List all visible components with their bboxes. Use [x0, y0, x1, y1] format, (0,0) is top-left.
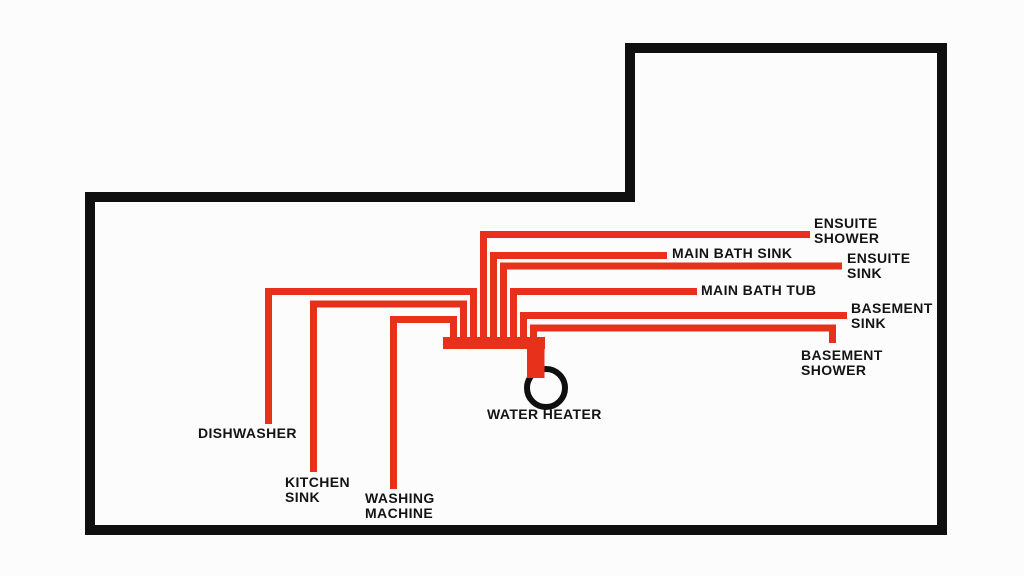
pipe-ensuite-shower	[480, 231, 810, 346]
pipe-main-bath-sink	[490, 252, 667, 346]
water-heater-feed-pipe	[527, 345, 545, 378]
pipe-main-bath-tub	[510, 288, 697, 346]
label-water-heater: WATER HEATER	[487, 406, 602, 422]
label-washing-machine: WASHING MACHINE	[365, 490, 435, 521]
pipe-dishwasher	[265, 288, 477, 424]
label-main-bath-sink: MAIN BATH SINK	[672, 245, 793, 261]
label-basement-sink: BASEMENT SINK	[851, 300, 933, 331]
pipe-basement-shower	[530, 324, 836, 346]
pipe-basement-sink	[520, 312, 847, 346]
pipe-washing-machine	[390, 316, 457, 489]
label-dishwasher: DISHWASHER	[198, 425, 297, 441]
label-ensuite-sink: ENSUITE SINK	[847, 250, 911, 281]
label-ensuite-shower: ENSUITE SHOWER	[814, 215, 880, 246]
label-main-bath-tub: MAIN BATH TUB	[701, 282, 817, 298]
water-heater-icon	[524, 366, 568, 410]
pipe-kitchen-sink	[310, 300, 467, 472]
label-kitchen-sink: KITCHEN SINK	[285, 474, 351, 505]
label-basement-shower: BASEMENT SHOWER	[801, 347, 883, 378]
house-outline	[85, 43, 947, 535]
pipe-ensuite-sink	[500, 262, 842, 346]
